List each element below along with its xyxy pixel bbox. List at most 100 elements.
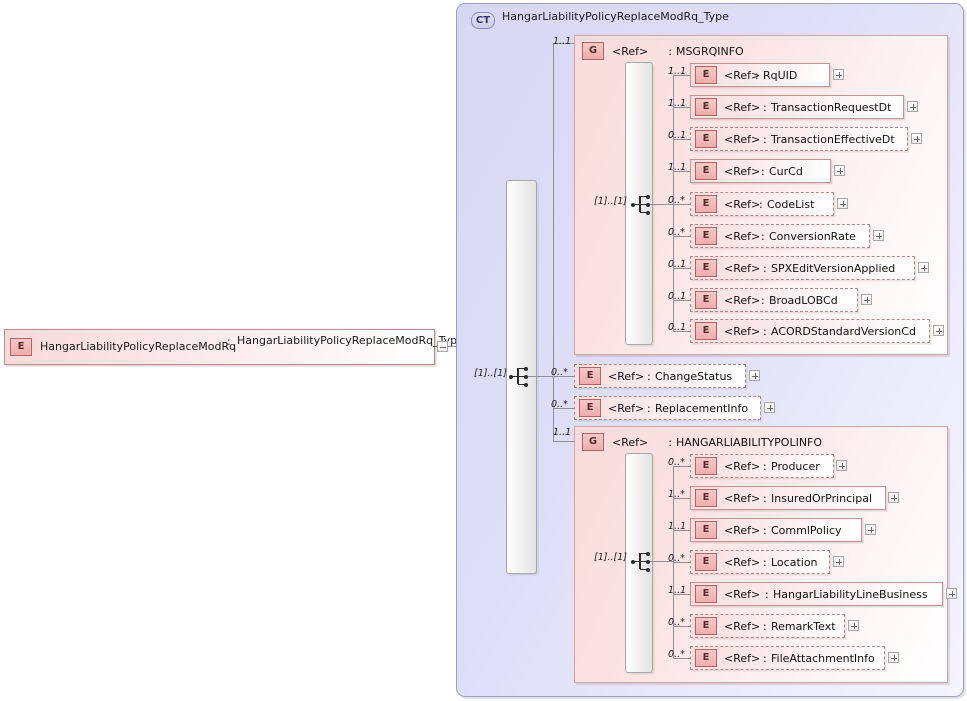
expand-button-rquid[interactable] xyxy=(833,69,844,80)
element-badge-icon: E xyxy=(695,130,717,148)
branch-line-codelist xyxy=(673,204,690,205)
expand-button-transactioneffectivedt[interactable] xyxy=(911,133,922,144)
element-badge-icon: E xyxy=(695,457,717,475)
ct-branch-to-replacementinfo xyxy=(553,408,574,409)
expand-button-fileattachmentinfo[interactable] xyxy=(888,652,899,663)
group-msgrqinfo-name: MSGRQINFO xyxy=(675,44,744,58)
element-box-hangarliabilitylinebusiness[interactable]: E <Ref> HangarLiabilityLineBusiness : xyxy=(690,582,943,606)
branch-line-transactioneffectivedt xyxy=(673,139,690,140)
branch-line-conversionrate xyxy=(673,236,690,237)
element-badge-icon: E xyxy=(695,66,717,84)
element-box-transactioneffectivedt[interactable]: E <Ref> TransactionEffectiveDt : xyxy=(690,127,908,151)
expand-button-curcd[interactable] xyxy=(834,165,845,176)
polinfo-sequence-icon[interactable] xyxy=(631,550,653,572)
element-separator-remarktext: : xyxy=(763,619,767,633)
branch-line-curcd xyxy=(673,171,690,172)
element-ref-changestatus: <Ref> xyxy=(608,369,645,383)
element-separator-location: : xyxy=(763,555,767,569)
cardinality-transactioneffectivedt: 0..1 xyxy=(668,130,687,141)
element-badge-icon: E xyxy=(695,617,717,635)
group-hangarliabilitypolinfo-name: HANGARLIABILITYPOLINFO xyxy=(675,435,823,449)
element-box-curcd[interactable]: E <Ref> CurCd : xyxy=(690,159,831,183)
expand-button-acordstandardversioncd[interactable] xyxy=(933,325,944,336)
element-badge-icon: E xyxy=(695,98,717,116)
group-msgrqinfo-header[interactable]: G <Ref> : MSGRQINFO xyxy=(582,42,744,60)
element-name-hangarliabilitylinebusiness: HangarLiabilityLineBusiness xyxy=(773,587,928,601)
element-name-conversionrate: ConversionRate xyxy=(769,229,856,243)
msgrqinfo-sequence-icon[interactable] xyxy=(631,193,653,215)
element-box-replacementinfo[interactable]: E <Ref> ReplacementInfo : xyxy=(574,396,761,420)
element-badge-icon: E xyxy=(695,162,717,180)
root-element-box[interactable]: E HangarLiabilityPolicyReplaceModRq Hang… xyxy=(4,329,464,365)
cardinality-replacementinfo: 0..* xyxy=(551,399,568,410)
root-element-name: HangarLiabilityPolicyReplaceModRq xyxy=(40,339,237,353)
expand-button-spxeditversionapplied[interactable] xyxy=(918,262,929,273)
root-collapse-button[interactable] xyxy=(437,341,448,352)
element-separator-hangarliabilitylinebusiness: : xyxy=(765,587,769,601)
element-separator-rquid: : xyxy=(755,68,759,82)
expand-button-producer[interactable] xyxy=(836,460,847,471)
cardinality-spxeditversionapplied: 0..1 xyxy=(668,259,687,270)
polinfo-seq-out xyxy=(650,561,673,562)
sequence-compositor-icon[interactable] xyxy=(509,365,531,387)
element-box-codelist[interactable]: E <Ref> CodeList : xyxy=(690,192,834,216)
expand-button-location[interactable] xyxy=(833,556,844,567)
expand-button-codelist[interactable] xyxy=(837,198,848,209)
element-badge-icon: E xyxy=(10,338,32,356)
expand-button-hangarliabilitylinebusiness[interactable] xyxy=(946,588,957,599)
element-name-producer: Producer xyxy=(771,459,820,473)
branch-line-rquid xyxy=(673,75,690,76)
expand-button-insuredorprincipal[interactable] xyxy=(888,492,899,503)
expand-button-replacementinfo[interactable] xyxy=(764,402,775,413)
cardinality-curcd: 1..1 xyxy=(668,162,687,173)
element-box-location[interactable]: E <Ref> Location : xyxy=(690,550,830,574)
cardinality-insuredorprincipal: 1..* xyxy=(668,489,685,500)
expand-button-conversionrate[interactable] xyxy=(873,230,884,241)
expand-button-changestatus[interactable] xyxy=(749,370,760,381)
element-separator-fileattachmentinfo: : xyxy=(763,651,767,665)
element-name-broadlobcd: BroadLOBCd xyxy=(769,293,838,307)
element-badge-icon: E xyxy=(695,649,717,667)
element-badge-icon: E xyxy=(579,367,601,385)
element-box-fileattachmentinfo[interactable]: E <Ref> FileAttachmentInfo : xyxy=(690,646,885,670)
expand-button-broadlobcd[interactable] xyxy=(861,294,872,305)
branch-line-commlpolicy xyxy=(673,530,690,531)
group-hangarliabilitypolinfo-header[interactable]: G <Ref> : HANGARLIABILITYPOLINFO xyxy=(582,433,822,451)
expand-button-remarktext[interactable] xyxy=(848,620,859,631)
root-element-type: HangarLiabilityPolicyReplaceModRq_Type xyxy=(237,334,464,347)
element-box-changestatus[interactable]: E <Ref> ChangeStatus : xyxy=(574,364,746,388)
element-box-rquid[interactable]: E <Ref> RqUID : xyxy=(690,63,830,87)
expand-button-commlpolicy[interactable] xyxy=(865,524,876,535)
element-ref-transactionrequestdt: <Ref> xyxy=(724,100,761,114)
element-ref-broadlobcd: <Ref> xyxy=(724,293,761,307)
element-box-acordstandardversioncd[interactable]: E <Ref> ACORDStandardVersionCd : xyxy=(690,319,930,343)
element-badge-icon: E xyxy=(695,521,717,539)
element-separator-conversionrate: : xyxy=(761,229,765,243)
cardinality-broadlobcd: 0..1 xyxy=(668,291,687,302)
expand-button-transactionrequestdt[interactable] xyxy=(907,101,918,112)
cardinality-rquid: 1..1 xyxy=(668,66,687,77)
element-ref-transactioneffectivedt: <Ref> xyxy=(724,132,761,146)
element-box-transactionrequestdt[interactable]: E <Ref> TransactionRequestDt : xyxy=(690,95,904,119)
complex-type-sequence-cardinality: [1]..[1] xyxy=(474,368,507,379)
element-separator-spxeditversionapplied: : xyxy=(763,261,767,275)
element-badge-icon: E xyxy=(695,553,717,571)
element-box-insuredorprincipal[interactable]: E <Ref> InsuredOrPrincipal : xyxy=(690,486,886,510)
element-separator-acordstandardversioncd: : xyxy=(763,324,767,338)
branch-line-producer xyxy=(673,466,690,467)
element-box-remarktext[interactable]: E <Ref> RemarkText : xyxy=(690,614,845,638)
element-ref-producer: <Ref> xyxy=(724,459,761,473)
cardinality-producer: 0..* xyxy=(668,457,685,468)
branch-line-spxeditversionapplied xyxy=(673,268,690,269)
element-separator-insuredorprincipal: : xyxy=(763,491,767,505)
ct-branch-trunk xyxy=(553,43,554,441)
element-box-producer[interactable]: E <Ref> Producer : xyxy=(690,454,834,478)
element-box-spxeditversionapplied[interactable]: E <Ref> SPXEditVersionApplied : xyxy=(690,256,915,280)
element-box-conversionrate[interactable]: E <Ref> ConversionRate : xyxy=(690,224,870,248)
element-badge-icon: E xyxy=(695,322,717,340)
element-name-transactioneffectivedt: TransactionEffectiveDt xyxy=(771,132,895,146)
element-box-commlpolicy[interactable]: E <Ref> CommlPolicy : xyxy=(690,518,862,542)
element-name-acordstandardversioncd: ACORDStandardVersionCd xyxy=(771,324,916,338)
element-box-broadlobcd[interactable]: E <Ref> BroadLOBCd : xyxy=(690,288,858,312)
